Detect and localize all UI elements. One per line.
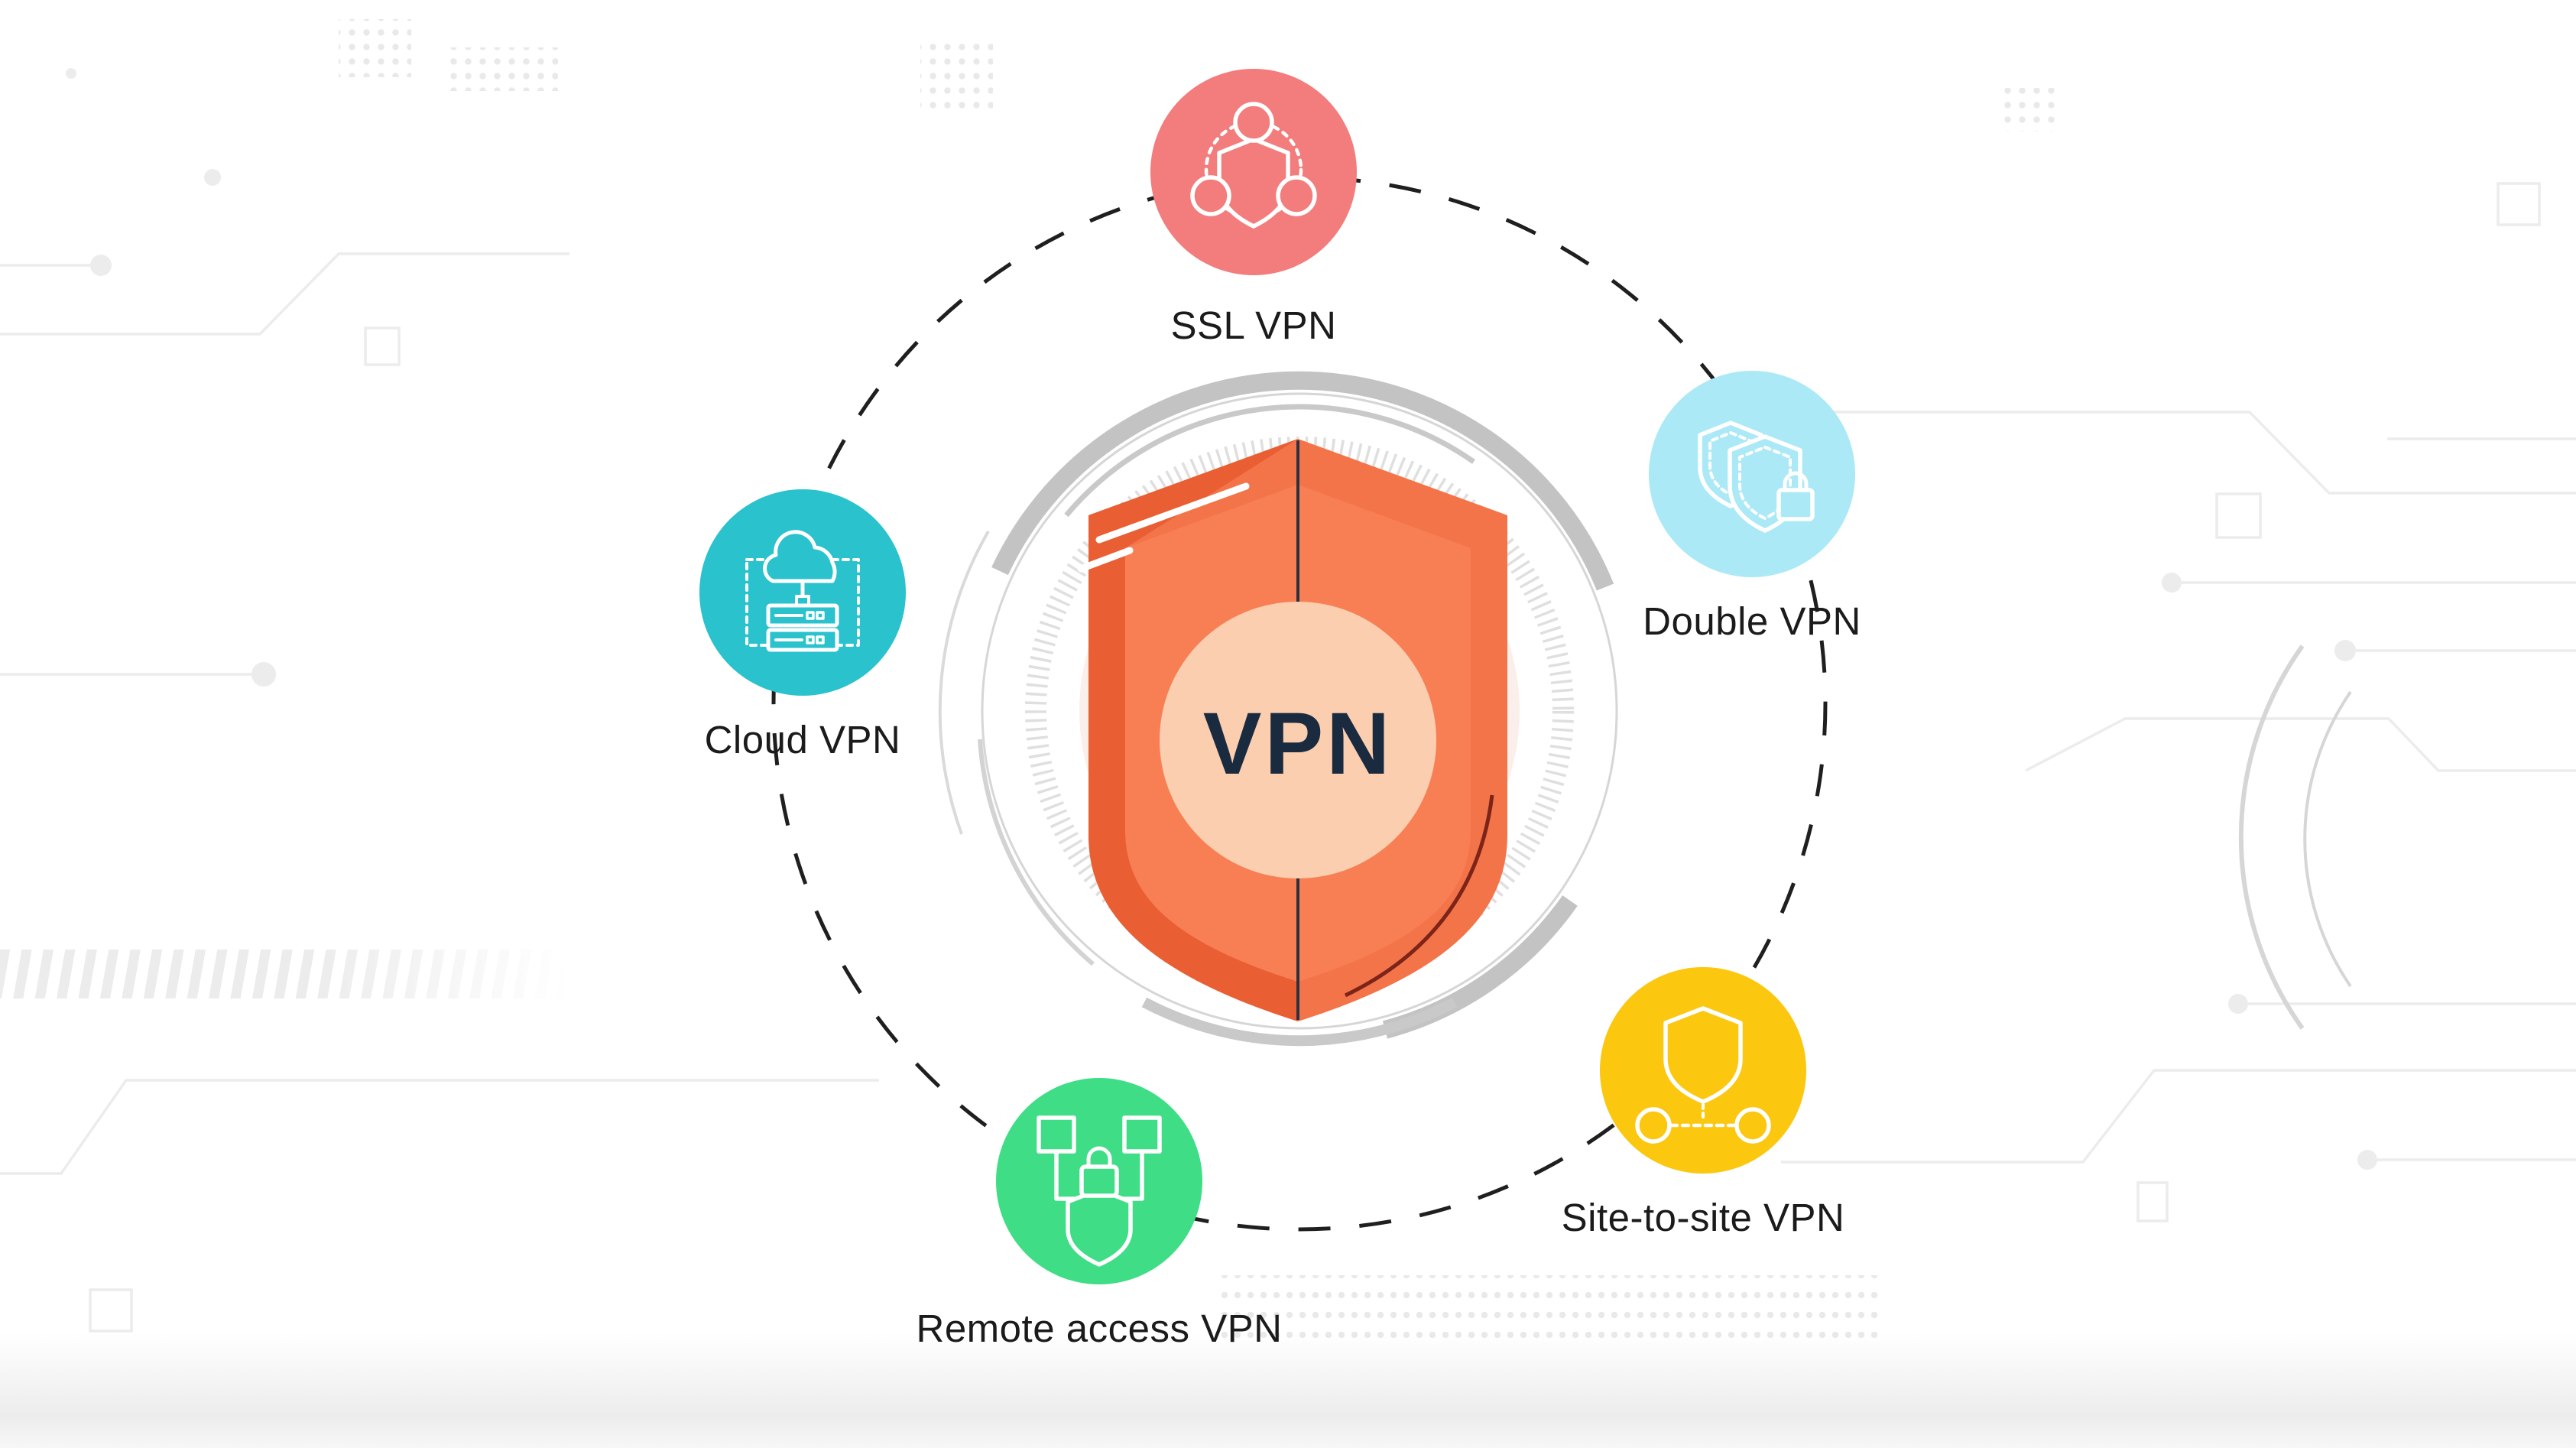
remote-access-vpn-label: Remote access VPN xyxy=(916,1307,1283,1350)
shield-site-link-icon xyxy=(1635,1006,1771,1144)
node-remote-access-vpn: Remote access VPN xyxy=(832,1078,1367,1351)
top-thick-arc xyxy=(991,371,1614,591)
cloud-server-icon xyxy=(745,530,860,652)
left-thin-arc xyxy=(978,739,1095,966)
node-double-vpn: Double VPN xyxy=(1484,371,2020,644)
thin-ring xyxy=(981,392,1618,1030)
shield-highlight-short xyxy=(1077,547,1134,573)
double-shield-lock-icon xyxy=(1698,420,1815,533)
ssl-vpn-label: SSL VPN xyxy=(1170,304,1337,347)
shield-highlight-long xyxy=(1095,482,1250,544)
cloud-vpn-label: Cloud VPN xyxy=(704,718,901,761)
bottom-arc xyxy=(1141,997,1458,1047)
cloud-vpn-circle xyxy=(699,489,906,696)
remote-access-vpn-circle xyxy=(996,1078,1202,1284)
double-vpn-circle xyxy=(1649,371,1855,577)
double-vpn-label: Double VPN xyxy=(1643,599,1861,643)
site-to-site-vpn-label: Site-to-site VPN xyxy=(1561,1196,1845,1239)
node-cloud-vpn: Cloud VPN xyxy=(535,489,1070,762)
inner-arc xyxy=(1064,404,1476,518)
node-site-to-site-vpn: Site-to-site VPN xyxy=(1436,967,1971,1240)
ssl-vpn-circle xyxy=(1150,69,1357,275)
site-to-site-vpn-circle xyxy=(1600,967,1806,1174)
vpn-shield-emblem: VPN xyxy=(938,371,1618,1047)
network-lock-shield-icon xyxy=(1037,1115,1162,1267)
network-shield-icon xyxy=(1190,102,1317,229)
node-ssl-vpn: SSL VPN xyxy=(986,69,1521,348)
outer-left-arc xyxy=(938,530,990,835)
shield-accent-curve xyxy=(1344,794,1494,998)
vpn-badge-circle xyxy=(1160,602,1436,878)
vpn-center-label: VPN xyxy=(1203,695,1393,793)
diagonal-stripes-decoration xyxy=(0,950,569,998)
